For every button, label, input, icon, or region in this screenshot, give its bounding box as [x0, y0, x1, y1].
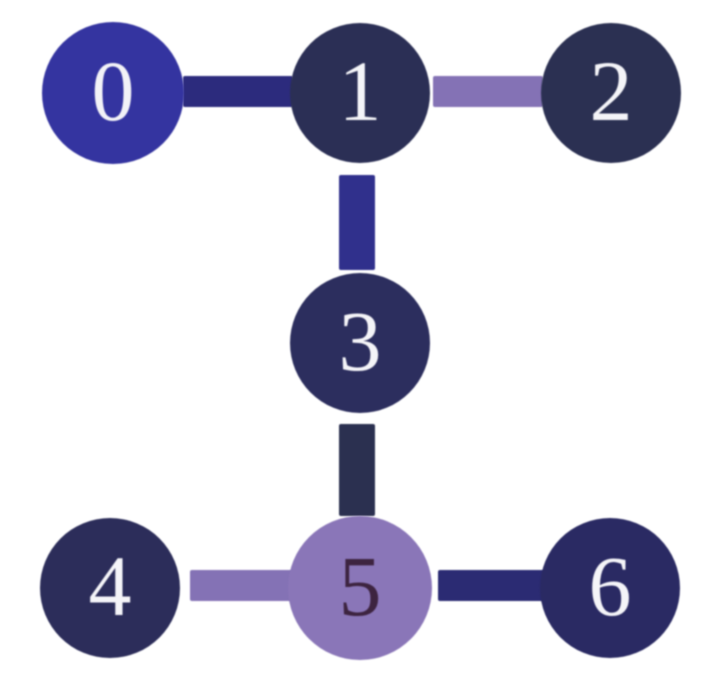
- graph-node-0[interactable]: 0: [42, 22, 184, 164]
- graph-node-label-6: 6: [588, 538, 632, 634]
- graph-edge-1-2: [433, 76, 543, 107]
- graph-node-5[interactable]: 5: [288, 516, 432, 660]
- graph-node-6[interactable]: 6: [540, 518, 680, 658]
- graph-node-label-2: 2: [589, 43, 633, 139]
- graph-node-1[interactable]: 1: [290, 23, 430, 163]
- graph-edge-4-5: [190, 570, 298, 601]
- graph-edge-3-5: [339, 424, 375, 516]
- graph-node-label-0: 0: [91, 43, 135, 139]
- graph-node-3[interactable]: 3: [290, 273, 430, 413]
- graph-node-4[interactable]: 4: [40, 518, 180, 658]
- graph-edge-5-6: [438, 570, 546, 601]
- graph-node-label-5: 5: [338, 538, 382, 634]
- graph-edge-1-3: [339, 175, 375, 270]
- graph-node-label-3: 3: [338, 293, 382, 389]
- graph-node-label-1: 1: [338, 43, 382, 139]
- graph-node-2[interactable]: 2: [541, 23, 681, 163]
- graph-edge-0-1: [183, 76, 293, 107]
- graph-node-label-4: 4: [88, 538, 132, 634]
